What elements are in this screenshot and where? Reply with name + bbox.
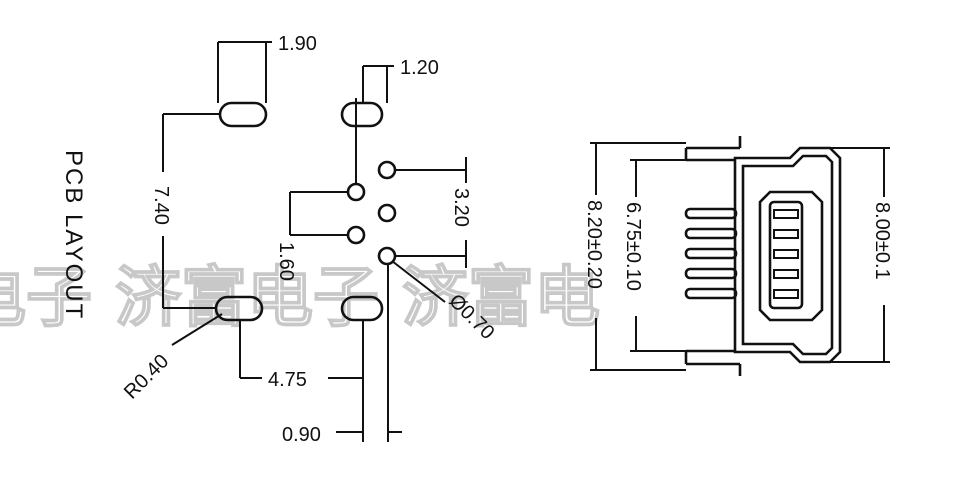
shell-outer [733,146,842,364]
pad-hole-1 [377,160,397,180]
dim-0-90: 0.90 [282,264,402,446]
dim-8-00-label: 8.00±0.1 [871,202,893,280]
dim-3-20: 3.20 [395,157,472,268]
receptacle-tongue [768,200,804,310]
dim-3-20-label: 3.20 [450,188,472,227]
dim-7-40-label: 7.40 [150,186,172,225]
dim-1-20: 1.20 [362,57,439,103]
dim-6-75: 6.75±0.10 [622,159,686,352]
dim-0-90-label: 0.90 [282,424,321,446]
dim-1-90-label: 1.90 [278,33,317,55]
pad-hole-2 [346,182,366,202]
pad-oblong-top-right [340,101,384,128]
watermark: 电子 济富电子 济富电 [0,259,600,336]
dim-1-90: 1.90 [217,33,317,103]
receptacle-contacts [773,209,799,299]
connector-pins [684,207,738,300]
pcb-layout-title: PCB LAYOUT [60,150,87,320]
dim-7-40: 7.40 [150,113,220,309]
dim-6-75-label: 6.75±0.10 [622,202,644,291]
dim-1-20-label: 1.20 [400,57,439,79]
dim-4-75: 4.75 [239,320,364,442]
shell-inner [741,154,834,356]
connector-front-view [684,136,842,376]
dim-1-60: 1.60 [275,98,357,281]
dim-4-75-label: 4.75 [268,369,307,391]
dim-8-20: 8.20±0.20 [583,142,686,371]
pad-oblong-top-left [218,101,268,128]
receptacle-outline [758,190,824,322]
pad-hole-4 [346,225,366,245]
pad-hole-3 [377,203,397,223]
dim-8-20-label: 8.20±0.20 [583,200,605,289]
dim-1-60-label: 1.60 [275,242,297,281]
dim-8-00: 8.00±0.1 [830,147,893,363]
dim-r0-40-label: R0.40 [120,350,173,403]
